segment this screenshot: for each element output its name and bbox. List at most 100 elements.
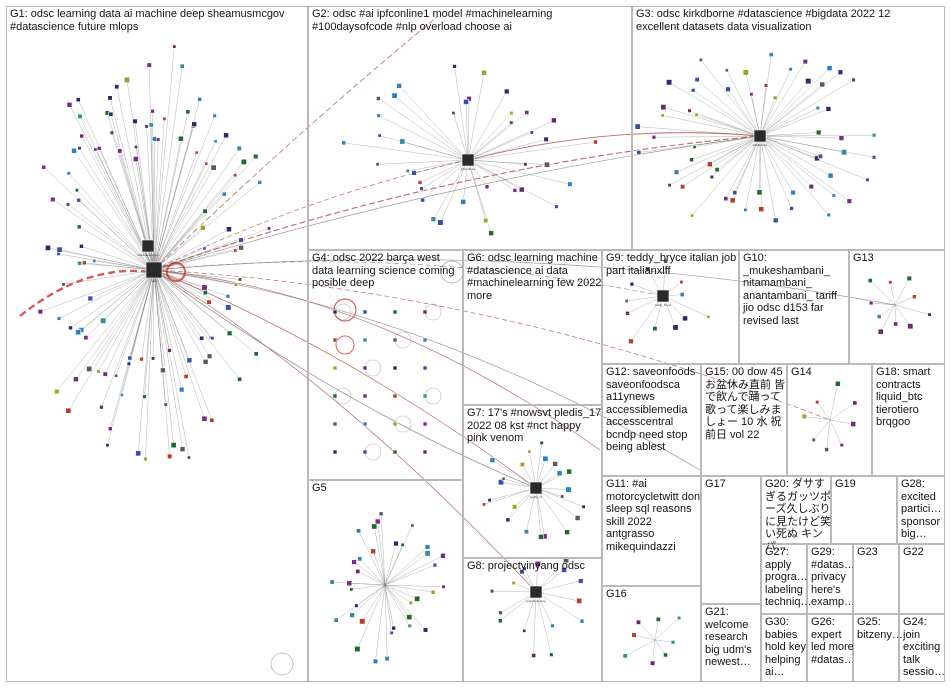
node xyxy=(105,443,110,448)
edge xyxy=(153,269,202,339)
cross-edge xyxy=(153,269,537,489)
node xyxy=(210,164,217,171)
edge xyxy=(676,135,761,173)
edge xyxy=(871,302,896,306)
group-cell-g26: G26: expert led more #datas… xyxy=(807,614,855,682)
node xyxy=(96,369,101,374)
edge xyxy=(894,304,896,324)
edge xyxy=(384,584,434,593)
edge xyxy=(734,135,761,193)
node xyxy=(826,212,831,217)
node xyxy=(163,402,168,407)
node xyxy=(54,388,60,395)
node xyxy=(660,104,667,111)
edge xyxy=(362,584,386,622)
node xyxy=(551,117,557,124)
group-cell-g5: G5 xyxy=(308,480,463,682)
edge xyxy=(153,167,214,271)
edge xyxy=(759,134,875,137)
edge xyxy=(85,269,155,338)
edge xyxy=(394,95,469,161)
edge xyxy=(153,269,174,446)
node xyxy=(481,69,487,76)
edge xyxy=(153,269,240,380)
edge xyxy=(759,135,868,181)
node xyxy=(692,145,697,149)
group-label-g12: G12: saveonfoods saveonfoodsca a11ynews … xyxy=(606,366,696,453)
node xyxy=(501,476,506,481)
group-label-g23: G23 xyxy=(857,546,878,558)
node xyxy=(410,523,415,528)
node xyxy=(542,455,549,462)
node xyxy=(167,348,172,353)
edge xyxy=(68,173,155,271)
node xyxy=(622,653,628,659)
node xyxy=(362,337,368,343)
group-cell-g15: G15: 00 dow 45 お盆休み直前 皆で飲んで踊って歌って楽しみましょー… xyxy=(701,364,787,476)
cross-edge xyxy=(153,15,439,271)
edge xyxy=(725,135,761,199)
edge xyxy=(70,269,155,329)
node xyxy=(223,132,229,139)
node xyxy=(362,421,368,427)
node xyxy=(871,155,877,160)
node xyxy=(201,284,208,291)
edge xyxy=(144,269,155,397)
edge xyxy=(384,555,444,586)
self-loop xyxy=(165,261,187,283)
group-label-g3: G3: odsc kirkdborne #datascience #bigdat… xyxy=(636,8,891,33)
node xyxy=(197,97,202,102)
edge xyxy=(98,269,155,372)
self-loop xyxy=(270,652,294,676)
edge xyxy=(759,135,829,216)
node xyxy=(660,113,665,118)
node xyxy=(187,455,191,460)
edge xyxy=(153,269,187,377)
edge xyxy=(384,584,394,629)
edge xyxy=(378,98,469,161)
edge xyxy=(153,248,205,271)
node xyxy=(213,139,218,144)
edge xyxy=(467,159,557,207)
node xyxy=(805,78,812,85)
node xyxy=(146,62,152,68)
edge xyxy=(689,110,761,137)
edge xyxy=(153,269,205,288)
edge xyxy=(384,584,388,659)
edge xyxy=(379,135,469,161)
node xyxy=(75,329,82,336)
edge xyxy=(467,91,507,161)
group-label-g2: G2: odsc #ai ipfconline1 model #machinel… xyxy=(312,8,553,33)
group-cell-g29: G29: #datas… privacy here's examp… xyxy=(807,544,855,614)
group-cell-g13: G13 xyxy=(849,250,945,364)
edge xyxy=(77,269,155,333)
node xyxy=(505,517,511,523)
node xyxy=(236,145,242,151)
node xyxy=(825,106,832,112)
group-cell-g8: G8: projectyinyang odsc xyxy=(463,558,602,682)
node xyxy=(66,101,73,108)
group-label-g25: G25: bitzeny… xyxy=(857,616,903,641)
node xyxy=(538,534,544,540)
node xyxy=(483,217,489,223)
edge xyxy=(696,79,761,137)
group-label-g18: G18: smart contracts liquid_btc tierotie… xyxy=(876,366,931,428)
node xyxy=(178,386,185,393)
node xyxy=(549,652,554,657)
hub-node xyxy=(141,239,155,253)
node xyxy=(907,323,914,330)
node xyxy=(529,130,534,135)
group-cell-g3: G3: odsc kirkdborne #datascience #bigdat… xyxy=(632,6,945,250)
node xyxy=(148,122,154,128)
edge xyxy=(153,46,175,271)
node xyxy=(422,421,428,427)
node xyxy=(504,88,510,95)
node xyxy=(852,400,858,406)
edge xyxy=(421,159,469,189)
node xyxy=(663,652,668,658)
node xyxy=(488,230,494,236)
node xyxy=(253,351,259,357)
edge xyxy=(153,269,210,357)
node xyxy=(206,353,213,359)
edge xyxy=(492,590,537,593)
